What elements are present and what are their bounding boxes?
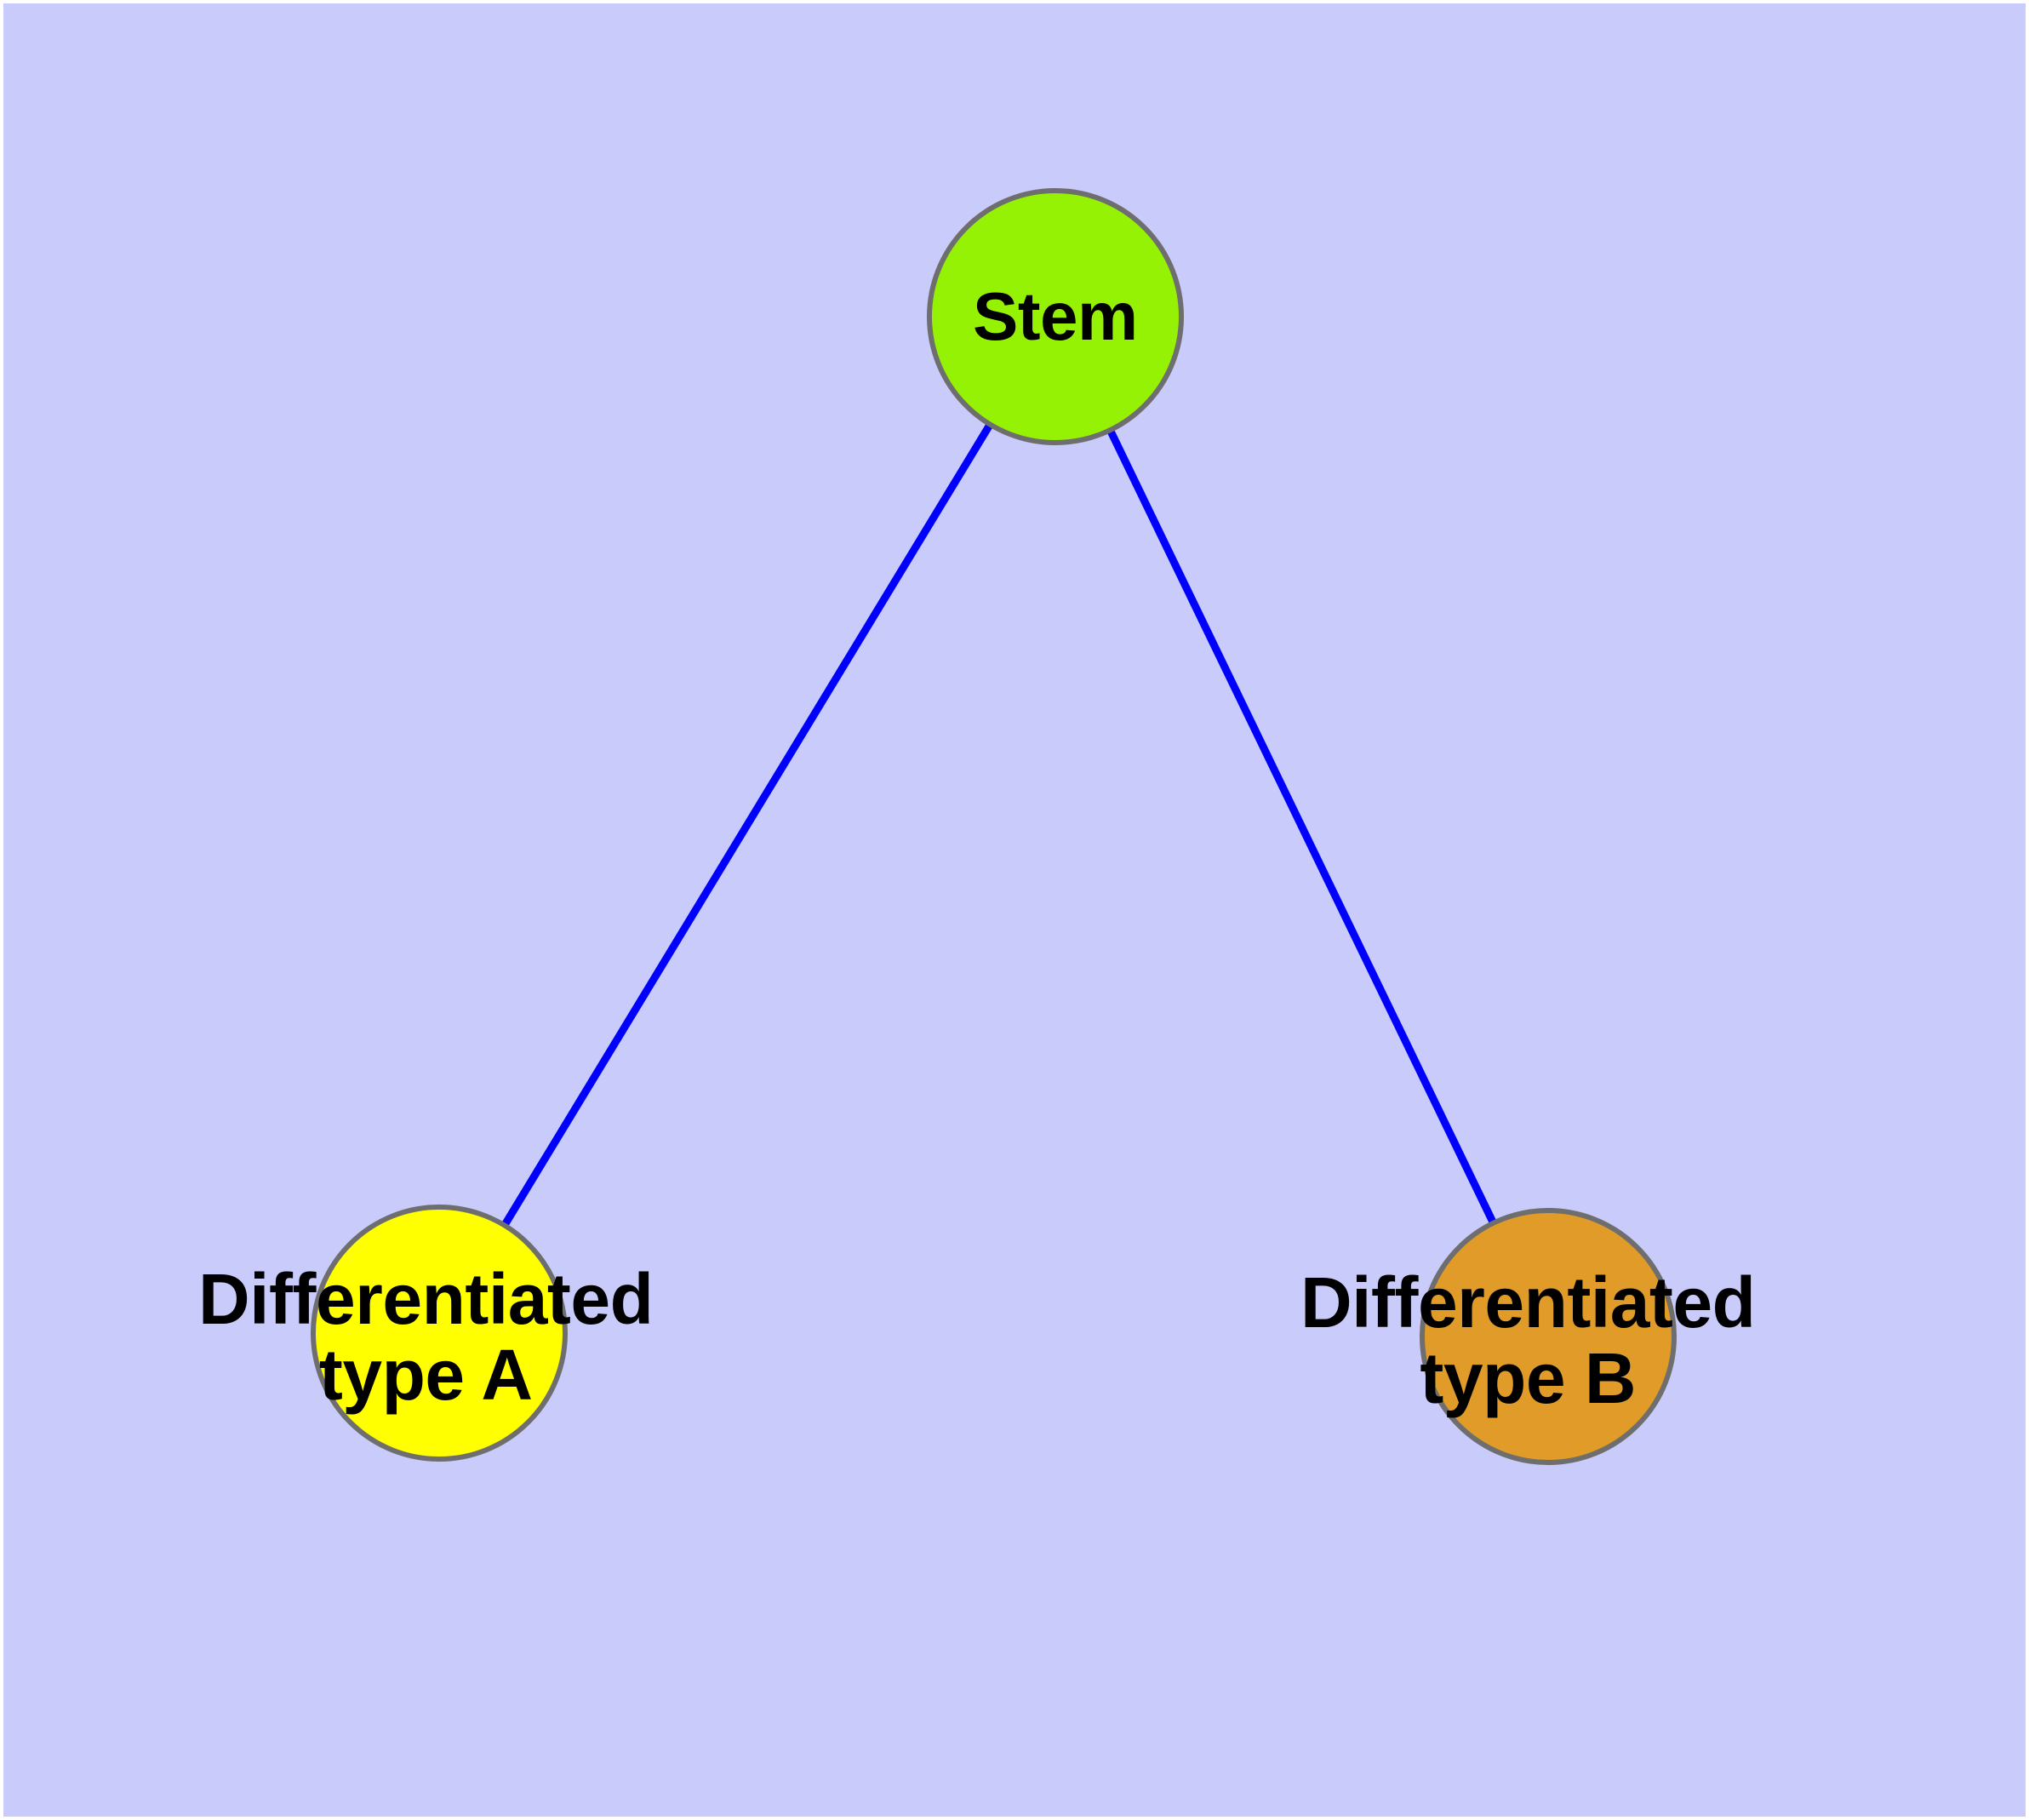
graph-edge-stem-to-a <box>436 314 1059 1336</box>
graph-edge-stem-to-b <box>1051 315 1552 1338</box>
nodes-layer <box>311 188 1677 1465</box>
graph-node-stem[interactable] <box>927 188 1184 445</box>
edges-layer <box>436 314 1552 1338</box>
graph-node-diff-type-b[interactable] <box>1420 1208 1677 1465</box>
graph-node-diff-type-a[interactable] <box>311 1205 568 1462</box>
